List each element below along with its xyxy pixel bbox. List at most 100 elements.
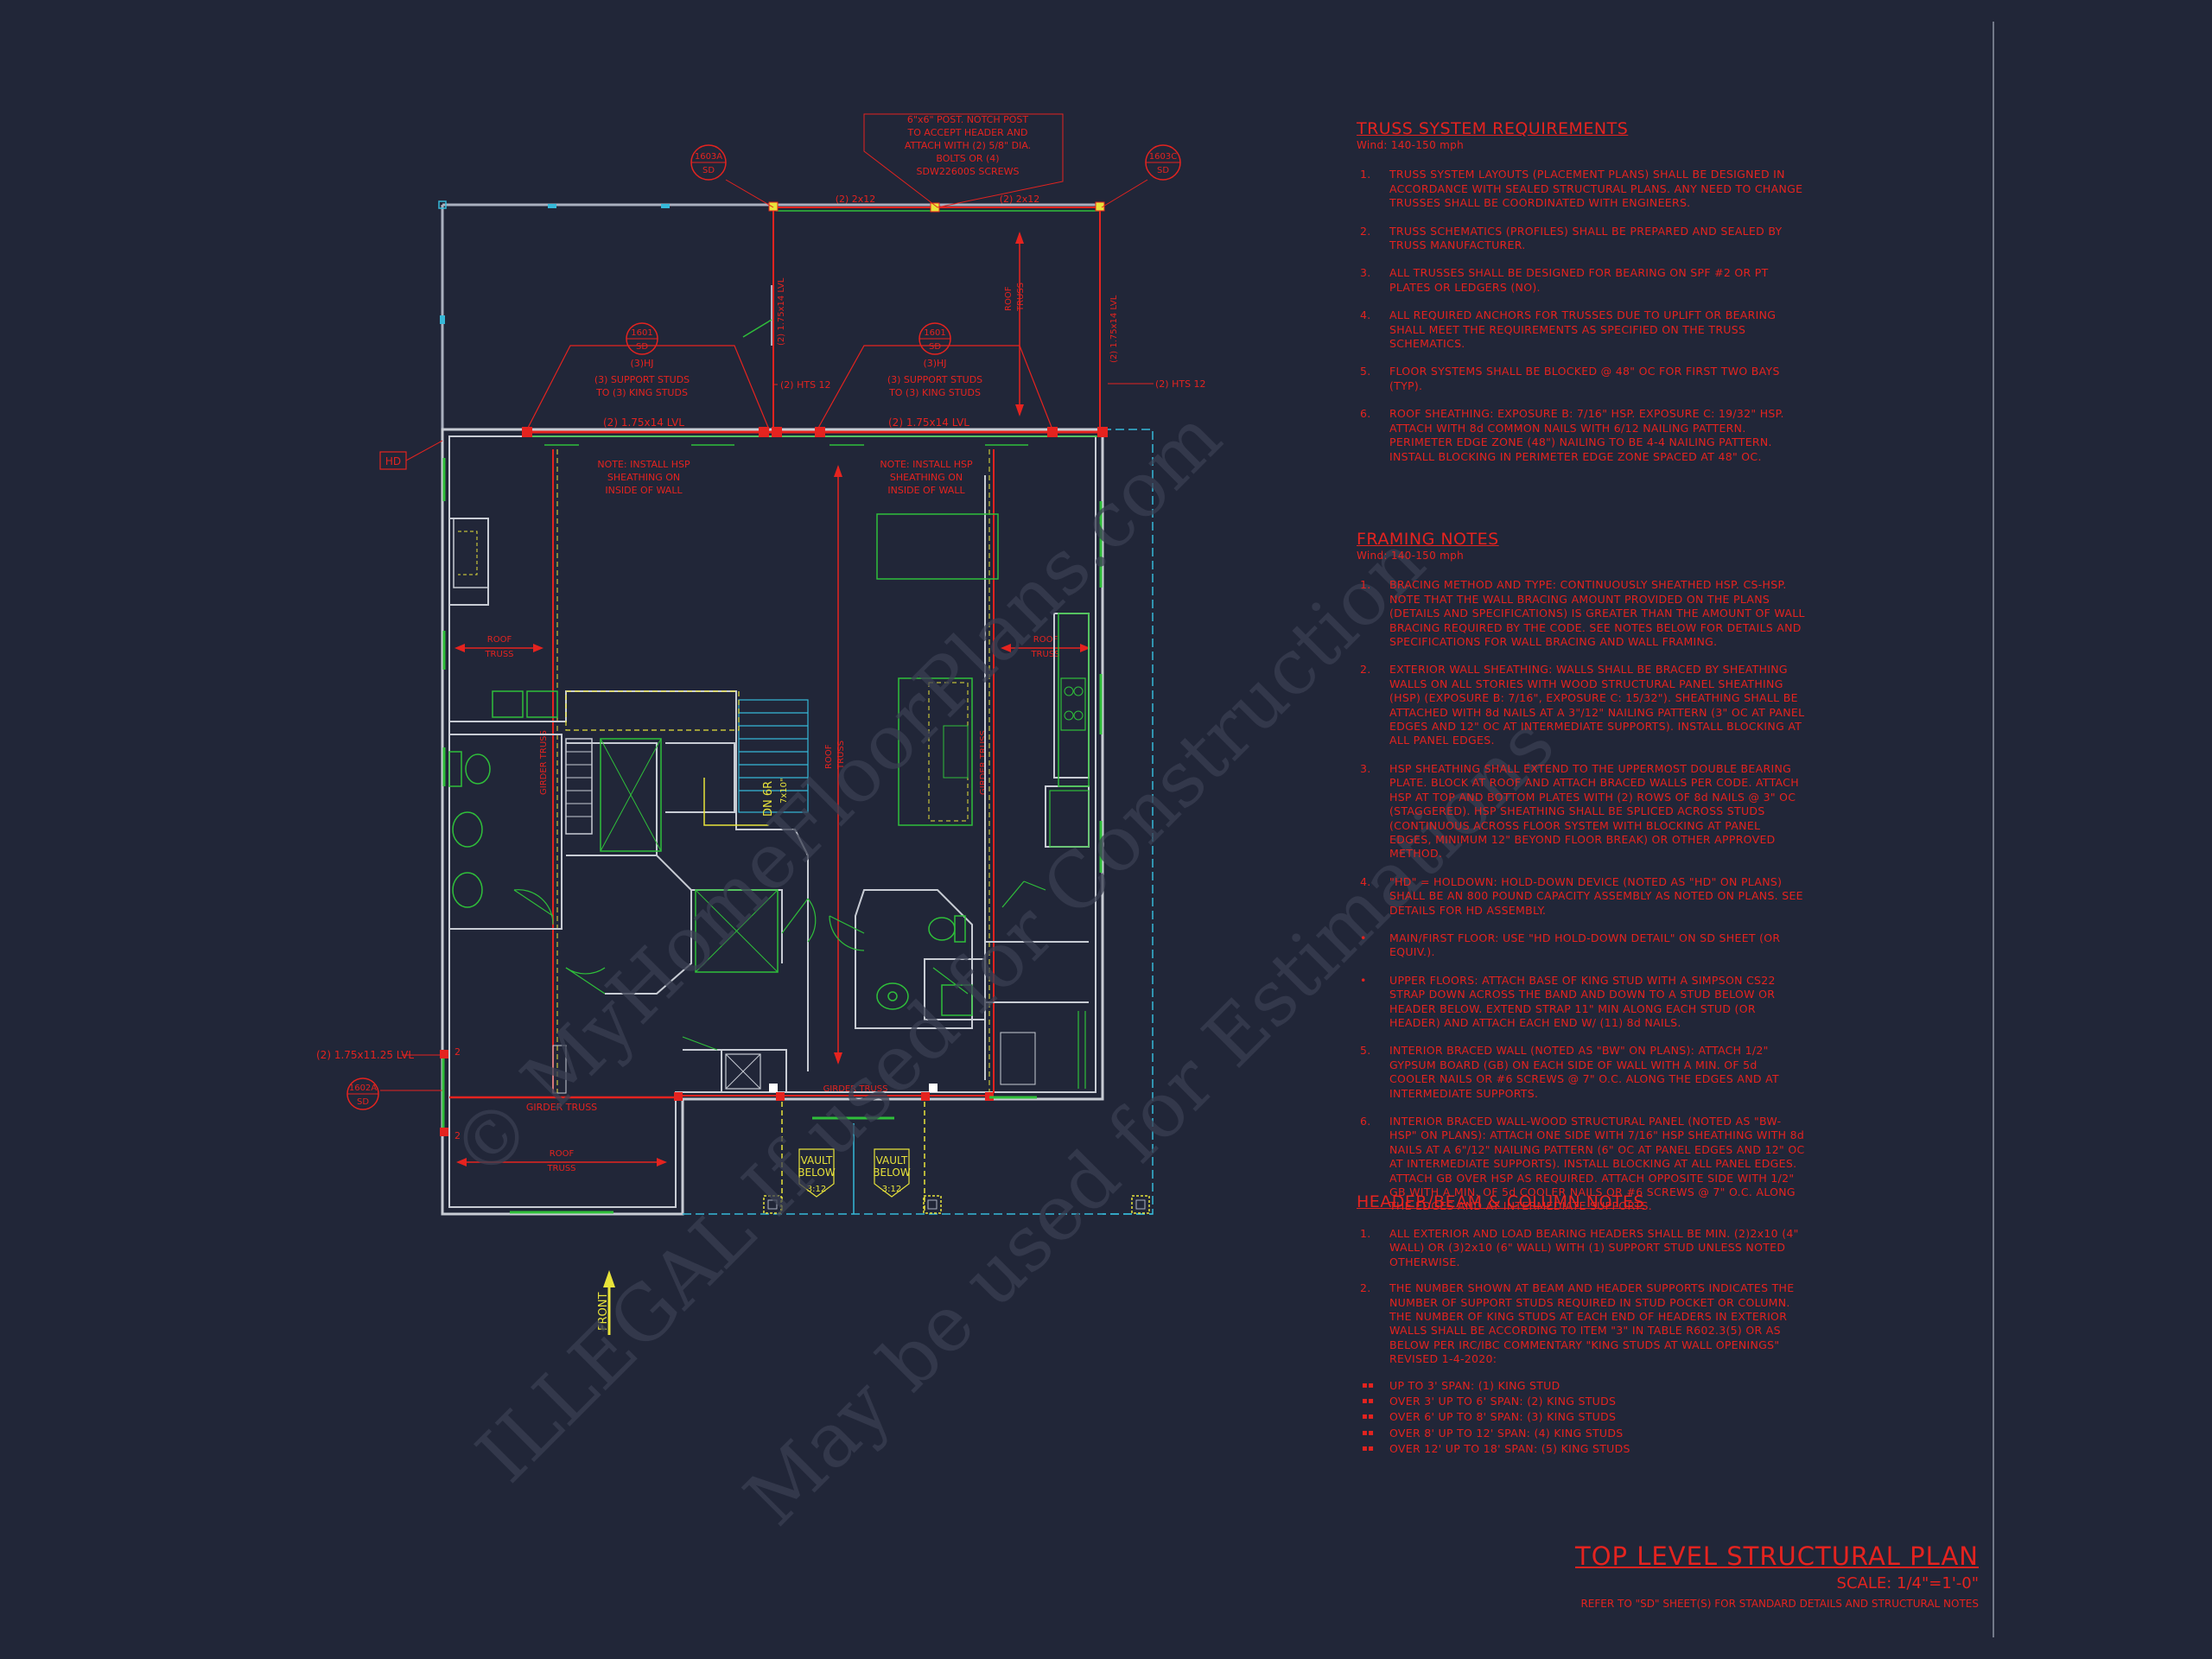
bath-fixtures bbox=[448, 690, 973, 1016]
header-beam-column-notes: HEADER/BEAM & COLUMN NOTES 1.ALL EXTERIO… bbox=[1357, 1192, 1806, 1459]
stair-arrow bbox=[703, 778, 769, 826]
callout-leader bbox=[817, 345, 1053, 430]
note-text: TRUSS SCHEMATICS (PROFILES) SHALL BE PRE… bbox=[1389, 224, 1783, 252]
skylight-diag bbox=[695, 889, 779, 973]
stair-lower bbox=[565, 738, 593, 835]
sheathing-note: NOTE: INSTALL HSP bbox=[880, 459, 973, 470]
note-number: 1. bbox=[1360, 1227, 1371, 1240]
roof-truss-label: TRUSS bbox=[1030, 650, 1059, 659]
floor-plan: ROOF TRUSS (2) 1.75x14 LVL (2) 1.75x14 L… bbox=[316, 113, 1206, 1335]
callout-leader bbox=[526, 345, 770, 430]
note-item: 2. THE NUMBER SHOWN AT BEAM AND HEADER SU… bbox=[1357, 1281, 1806, 1366]
note-item: 4."HD" = HOLDOWN: HOLD-DOWN DEVICE (NOTE… bbox=[1357, 875, 1806, 918]
note-text: THE NUMBER SHOWN AT BEAM AND HEADER SUPP… bbox=[1389, 1281, 1795, 1366]
support-text: (3) SUPPORT STUDS bbox=[594, 374, 690, 385]
windows bbox=[442, 458, 1103, 1214]
note-item: 1.TRUSS SYSTEM LAYOUTS (PLACEMENT PLANS)… bbox=[1357, 168, 1806, 210]
arrow-head bbox=[1001, 644, 1011, 652]
arrow-head bbox=[834, 1052, 842, 1065]
truss-notes-list: 1.TRUSS SYSTEM LAYOUTS (PLACEMENT PLANS)… bbox=[1357, 168, 1806, 464]
vault-label-1: VAULT BELOW 3:12 bbox=[798, 1148, 836, 1198]
beam-2x12-label: (2) 2x12 bbox=[1000, 194, 1040, 205]
roof-truss-label: TRUSS bbox=[546, 1164, 575, 1173]
title-block: TOP LEVEL STRUCTURAL PLAN SCALE: 1/4"=1'… bbox=[1575, 1541, 1979, 1610]
hts-label: (2) HTS 12 bbox=[780, 379, 831, 391]
note-text: BRACING METHOD AND TYPE: CONTINUOUSLY SH… bbox=[1389, 578, 1805, 649]
note-number: 6. bbox=[1360, 407, 1371, 421]
note-text: INTERIOR BRACED WALL-WOOD STRUCTURAL PAN… bbox=[1389, 1115, 1805, 1213]
vault-text: VAULT bbox=[876, 1154, 908, 1166]
support-post bbox=[522, 427, 532, 437]
king-stud-list: ▪▪UP TO 3' SPAN: (1) KING STUD▪▪OVER 3' … bbox=[1357, 1379, 1806, 1457]
dining-table bbox=[876, 513, 999, 580]
roof-truss-label: TRUSS bbox=[484, 650, 513, 659]
framing-notes-list: 1.BRACING METHOD AND TYPE: CONTINUOUSLY … bbox=[1357, 578, 1806, 1213]
bullet-icon: ▪▪ bbox=[1362, 1396, 1375, 1407]
note-number: 2. bbox=[1360, 1281, 1371, 1295]
note-number: 3. bbox=[1360, 761, 1371, 775]
note-number: 2. bbox=[1360, 224, 1371, 238]
girder-label: GIRDER TRUSS bbox=[526, 1102, 597, 1113]
sheet-refer-note: REFER TO "SD" SHEET(S) FOR STANDARD DETA… bbox=[1580, 1598, 1979, 1610]
girder-label: GIRDER TRUSS bbox=[539, 730, 549, 795]
stair-dn-label: DN 6R bbox=[762, 781, 775, 817]
note-text: ROOF SHEATHING: EXPOSURE B: 7/16" HSP. E… bbox=[1389, 407, 1784, 463]
king-stud-text: OVER 3' UP TO 6' SPAN: (2) KING STUDS bbox=[1389, 1395, 1617, 1408]
front-post bbox=[1131, 1195, 1150, 1214]
vault-arrow bbox=[874, 1148, 910, 1198]
beam-supports bbox=[522, 427, 1108, 437]
shower-diag bbox=[600, 738, 662, 852]
sheathing-note: SHEATHING ON bbox=[890, 472, 963, 483]
closet bbox=[725, 1053, 761, 1090]
note-text: ALL TRUSSES SHALL BE DESIGNED FOR BEARIN… bbox=[1389, 266, 1769, 294]
support-post bbox=[772, 427, 782, 437]
post-note-text: TO ACCEPT HEADER AND bbox=[907, 127, 1028, 138]
support-post bbox=[1097, 427, 1108, 437]
support-text: TO (3) KING STUDS bbox=[595, 387, 688, 398]
stair-dn-sub: 7x10" bbox=[779, 778, 789, 804]
section-tag-top: 1603A bbox=[695, 152, 722, 162]
truss-notes-sub: Wind: 140-150 mph bbox=[1357, 139, 1464, 151]
note-number: 5. bbox=[1360, 1044, 1371, 1058]
stud-marker bbox=[769, 1084, 778, 1092]
roof-truss-label: ROOF bbox=[487, 635, 512, 645]
framing-notes: FRAMING NOTES Wind: 140-150 mph 1.BRACIN… bbox=[1357, 530, 1806, 1228]
lvl-label: (2) 1.75x14 LVL bbox=[603, 416, 684, 429]
roof-truss-label: TRUSS bbox=[1016, 283, 1026, 312]
note-item: 6. ROOF SHEATHING: EXPOSURE B: 7/16" HSP.… bbox=[1357, 407, 1806, 464]
section-tag-bottom: SD bbox=[1157, 166, 1169, 175]
bullet-icon: ▪▪ bbox=[1362, 1412, 1375, 1422]
section-tag-1603a: 1603A SD bbox=[690, 144, 774, 208]
cabinet bbox=[552, 1045, 567, 1094]
post-note-text: ATTACH WITH (2) 5/8" DIA. bbox=[905, 140, 1031, 151]
bullet-icon: ▪▪ bbox=[1362, 1380, 1375, 1390]
section-tag-bottom: SD bbox=[357, 1097, 369, 1107]
bullet-icon: ▪▪ bbox=[1362, 1444, 1375, 1454]
note-item: 5.INTERIOR BRACED WALL (NOTED AS "BW" ON… bbox=[1357, 1044, 1806, 1101]
fireplace-hearth bbox=[458, 531, 478, 575]
skylight bbox=[695, 889, 779, 973]
callout-box bbox=[863, 113, 1064, 208]
arrow-head bbox=[834, 465, 842, 477]
note-text: ALL REQUIRED ANCHORS FOR TRUSSES DUE TO … bbox=[1389, 308, 1777, 351]
deck-post bbox=[438, 200, 447, 209]
roof-truss-label: ROOF bbox=[1004, 286, 1014, 311]
note-item: 1.BRACING METHOD AND TYPE: CONTINUOUSLY … bbox=[1357, 578, 1806, 649]
header-notes-list: 1.ALL EXTERIOR AND LOAD BEARING HEADERS … bbox=[1357, 1227, 1806, 1367]
kitchen-island bbox=[898, 677, 973, 826]
note-item: 3.HSP SHEATHING SHALL EXTEND TO THE UPPE… bbox=[1357, 762, 1806, 861]
arrow-head bbox=[657, 1158, 667, 1166]
note-text: EXTERIOR WALL SHEATHING: WALLS SHALL BE … bbox=[1389, 663, 1805, 747]
sheathing-note: INSIDE OF WALL bbox=[887, 485, 965, 496]
section-tag-1602a: 1602A SD bbox=[346, 1077, 442, 1110]
lvl-label: (2) 1.75x14 LVL bbox=[888, 416, 969, 429]
king-stud-text: OVER 12' UP TO 18' SPAN: (5) KING STUDS bbox=[1389, 1442, 1630, 1456]
support-post bbox=[815, 427, 825, 437]
island-top bbox=[928, 682, 969, 822]
sheathing-note: SHEATHING ON bbox=[607, 472, 680, 483]
note-item: 3.ALL TRUSSES SHALL BE DESIGNED FOR BEAR… bbox=[1357, 266, 1806, 295]
note-item: 5.FLOOR SYSTEMS SHALL BE BLOCKED @ 48" O… bbox=[1357, 365, 1806, 393]
support-post bbox=[1047, 427, 1058, 437]
note-item: 2.EXTERIOR WALL SHEATHING: WALLS SHALL B… bbox=[1357, 663, 1806, 747]
support-post bbox=[759, 427, 769, 437]
